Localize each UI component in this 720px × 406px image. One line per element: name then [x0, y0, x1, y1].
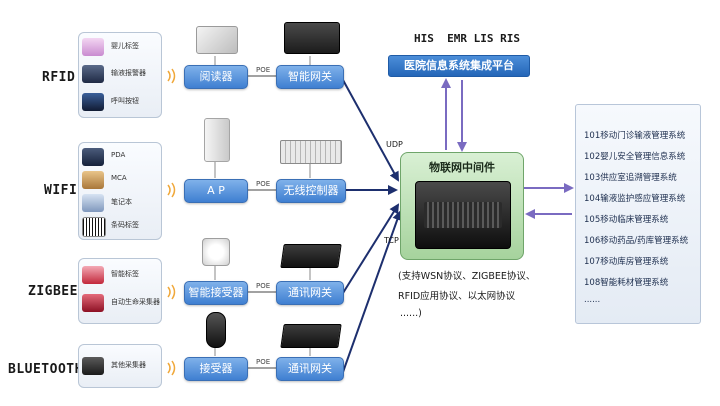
device-item: 智能标签 [79, 265, 159, 285]
tech-label-rfid: RFID [42, 70, 76, 85]
his-emr-lis-ris-label: HIS EMR LIS RIS [414, 32, 520, 45]
smart-tag-icon [82, 266, 104, 284]
box-receiver: 接受器 [184, 357, 248, 381]
laptop-icon [82, 194, 104, 212]
signal-wave-icon [167, 68, 176, 84]
arrow-zigbee-gateway [342, 203, 400, 294]
device-item-label: 婴儿标签 [111, 42, 139, 50]
udp-label: UDP [386, 140, 403, 149]
system-item: 103供应室追溯管理系统 [584, 173, 677, 183]
tech-label-wifi: WIFI [44, 183, 78, 198]
signal-wave-icon [167, 182, 176, 198]
system-item: 101移动门诊输液管理系统 [584, 131, 686, 141]
comm-gateway-device-icon [280, 244, 342, 268]
barcode-tag-icon [82, 217, 106, 237]
box-wireless-controller: 无线控制器 [276, 179, 346, 203]
arrow-rfid-gateway [342, 79, 399, 182]
tech-label-zigbee: ZIGBEE [28, 284, 78, 299]
other-collector-icon [82, 357, 104, 375]
device-item-label: 呼叫按钮 [111, 97, 139, 105]
call-button-icon [82, 93, 104, 111]
system-item: ...... [584, 295, 601, 305]
device-item-label: 智能标签 [111, 270, 139, 278]
device-item: 条码标签 [79, 216, 159, 237]
system-item: 108智能耗材管理系统 [584, 278, 669, 288]
hospital-integration-platform: 医院信息系统集成平台 [388, 55, 530, 77]
device-item: 笔记本 [79, 193, 159, 213]
device-item-label: 条码标签 [111, 221, 139, 229]
vital-sign-collector-icon [82, 294, 104, 312]
smart-receiver-device-icon [202, 238, 230, 266]
box-reader: 阅读器 [184, 65, 248, 89]
comm-gateway-device-icon [280, 324, 342, 348]
device-item: 呼叫按钮 [79, 92, 159, 112]
tech-label-bluetooth: BLUETOOTH [8, 362, 83, 377]
device-item-label: MCA [111, 174, 127, 182]
tcp-label: TCP [384, 236, 399, 245]
system-item: 102婴儿安全管理信息系统 [584, 152, 686, 162]
signal-wave-icon [167, 284, 176, 300]
device-card-wifi: PDA MCA 笔记本 条码标签 [78, 142, 162, 240]
device-item: 输液报警器 [79, 64, 159, 84]
device-item-label: 笔记本 [111, 198, 132, 206]
iot-middleware-box: 物联网中间件 [400, 152, 524, 260]
box-comm-gateway: 通讯网关 [276, 281, 344, 305]
device-item-label: 自动生命采集器 [111, 298, 160, 306]
pda-icon [82, 148, 104, 166]
device-item: MCA [79, 170, 159, 190]
server-panel-icon [424, 202, 502, 228]
poe-label-zigbee: POE [256, 282, 271, 290]
device-item-label: PDA [111, 151, 126, 159]
device-item: 其他采集器 [79, 356, 159, 376]
device-item: 自动生命采集器 [79, 293, 160, 313]
wireless-controller-device-icon [280, 140, 342, 164]
system-item: 107移动库房管理系统 [584, 257, 669, 267]
receiver-device-icon [206, 312, 226, 348]
protocol-note-line: (支持WSN协议、ZIGBEE协议、 [398, 271, 536, 282]
device-item: 婴儿标签 [79, 37, 159, 57]
protocol-note-line: RFID应用协议、以太网协议 [398, 291, 516, 302]
box-comm-gateway-bt: 通讯网关 [276, 357, 344, 381]
system-item: 105移动临床管理系统 [584, 215, 669, 225]
box-smart-receiver: 智能接受器 [184, 281, 248, 305]
rfid-reader-device-icon [196, 26, 238, 54]
mca-icon [82, 171, 104, 189]
poe-label-bluetooth: POE [256, 358, 271, 366]
device-card-bluetooth: 其他采集器 [78, 344, 162, 388]
signal-wave-icon [167, 360, 176, 376]
device-item-label: 其他采集器 [111, 361, 146, 369]
device-card-rfid: 婴儿标签 输液报警器 呼叫按钮 [78, 32, 162, 118]
baby-tag-icon [82, 38, 104, 56]
server-icon [415, 181, 511, 249]
middleware-title: 物联网中间件 [429, 161, 495, 174]
box-smart-gateway: 智能网关 [276, 65, 344, 89]
protocol-note-line: ......) [400, 308, 422, 319]
box-access-point: A P [184, 179, 248, 203]
device-item: PDA [79, 147, 159, 167]
smart-gateway-device-icon [284, 22, 340, 54]
system-item: 106移动药品/药库管理系统 [584, 236, 689, 246]
device-card-zigbee: 智能标签 自动生命采集器 [78, 258, 162, 324]
device-item-label: 输液报警器 [111, 69, 146, 77]
poe-label-wifi: POE [256, 180, 271, 188]
system-item: 104输液监护感应管理系统 [584, 194, 686, 204]
access-point-device-icon [204, 118, 230, 162]
poe-label-rfid: POE [256, 66, 271, 74]
arrow-bluetooth-gateway [342, 210, 403, 373]
infusion-alarm-icon [82, 65, 104, 83]
application-systems-panel: 101移动门诊输液管理系统 102婴儿安全管理信息系统 103供应室追溯管理系统… [575, 104, 701, 324]
